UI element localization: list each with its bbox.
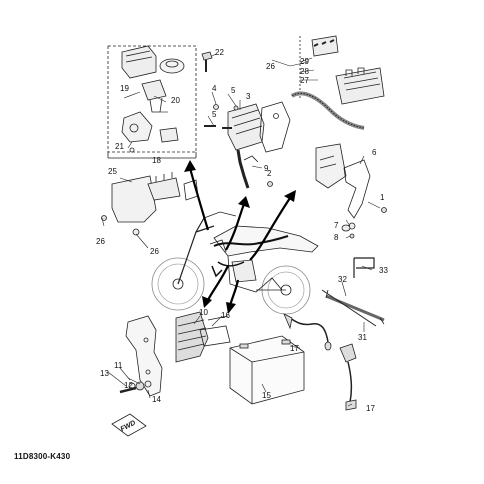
callout-25: 25 xyxy=(108,167,117,176)
battery-cable xyxy=(283,313,332,351)
callout-14: 14 xyxy=(152,395,161,404)
callout-10: 10 xyxy=(199,308,208,317)
callout-27: 26 xyxy=(266,62,275,71)
callout-1: 1 xyxy=(380,193,385,202)
callout-17-label: 17 xyxy=(366,404,375,413)
cable-17 xyxy=(339,343,357,411)
callout-30: 29 xyxy=(300,57,309,66)
leader-lines xyxy=(101,53,381,407)
callout-33: 33 xyxy=(379,266,388,275)
callout-22: 21 xyxy=(115,142,124,151)
lock-set-group xyxy=(107,45,197,159)
callout-31: 31 xyxy=(358,333,367,342)
ignition-coil xyxy=(204,101,291,189)
motorcycle-illustration xyxy=(151,211,319,315)
pointer-arrows xyxy=(188,167,291,307)
grommets xyxy=(341,224,351,232)
callout-20: 19 xyxy=(120,84,129,93)
callout-29: 28 xyxy=(300,67,309,76)
callout-2: 2 xyxy=(267,169,272,178)
callout-26b-visible: 26 xyxy=(150,247,159,256)
callout-23: 22 xyxy=(215,48,224,57)
callout-7: 7 xyxy=(334,221,339,230)
bolt-23 xyxy=(201,51,213,72)
callout-26a: 26 xyxy=(96,237,105,246)
callout-19: 18 xyxy=(152,156,161,165)
callout-6: 6 xyxy=(372,148,377,157)
callout-28: 27 xyxy=(300,76,309,85)
callout-12: 12 xyxy=(124,381,133,390)
fwd-indicator xyxy=(111,413,147,437)
clamps xyxy=(321,257,385,327)
callout-8: 8 xyxy=(334,233,339,242)
callout-labels: 19 20 21 18 22 4 5 3 5 2 29 26 28 27 9 2… xyxy=(96,48,388,404)
callout-5b: 5 xyxy=(212,110,217,119)
regulator-assembly xyxy=(175,311,231,363)
callout-18-visible: 17 xyxy=(290,344,299,353)
callout-15: 15 xyxy=(262,391,271,400)
callout-32: 32 xyxy=(338,275,347,284)
battery xyxy=(229,335,305,405)
callout-11: 11 xyxy=(114,361,123,370)
callout-21: 20 xyxy=(171,96,180,105)
callout-4: 4 xyxy=(212,84,217,93)
callout-16: 16 xyxy=(221,311,230,320)
side-bracket xyxy=(119,315,163,397)
callout-5a: 5 xyxy=(231,86,236,95)
bracket-6 xyxy=(267,143,387,239)
cowl-assembly xyxy=(101,172,199,236)
callout-3: 3 xyxy=(246,92,251,101)
fuse-box-assembly xyxy=(290,35,385,130)
diagram-code: 11D8300-K430 xyxy=(14,452,71,461)
callout-9: 9 xyxy=(264,164,269,173)
callout-13: 13 xyxy=(100,369,109,378)
